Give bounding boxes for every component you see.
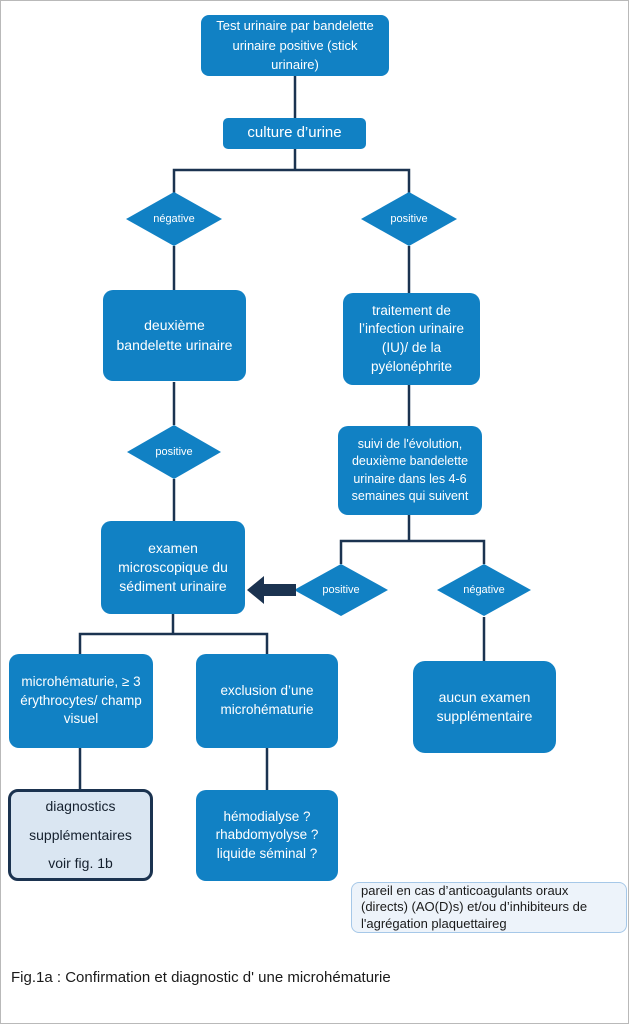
decision-positive2-diamond: [127, 425, 221, 479]
decision-positive3-diamond: [294, 564, 388, 616]
note-anticoagulants: pareil en cas d’anticoagulants oraux (di…: [351, 882, 627, 933]
node-deuxieme-bandelette: deuxième bandelette urinaire: [103, 290, 246, 381]
node-diagnostics-supplementaires: diagnostics supplémentaires voir fig. 1b: [8, 789, 153, 881]
node-culture-urine: culture d’urine: [223, 118, 366, 149]
node-examen-microscopique: examen microscopique du sédiment urinair…: [101, 521, 245, 614]
node-microhematurie: microhématurie, ≥ 3 érythrocytes/ champ …: [9, 654, 153, 748]
decision-negative2-diamond: [437, 564, 531, 616]
decision-positive1-label: positive: [390, 213, 428, 225]
decision-negative2-label: négative: [463, 584, 505, 596]
connector-examen-split: [78, 614, 269, 654]
figure-caption: Fig.1a : Confirmation et diagnostic d' u…: [11, 969, 391, 986]
decision-positive1-diamond: [361, 192, 457, 246]
connector-suivi-split: [339, 515, 486, 564]
decision-positive3-label: positive: [322, 584, 360, 596]
node-aucun-examen: aucun examen supplémentaire: [413, 661, 556, 753]
connector-culture-split: [172, 149, 411, 193]
decision-negative1-label: négative: [153, 213, 195, 225]
left-arrow-icon: [247, 576, 296, 604]
node-test-urinaire: Test urinaire par bandelette urinaire po…: [201, 15, 389, 76]
node-exclusion-microhematurie: exclusion d’une microhématurie: [196, 654, 338, 748]
node-suivi-evolution: suivi de l'évolution, deuxième bandelett…: [338, 426, 482, 515]
node-traitement-infection: traitement de l’infection urinaire (IU)/…: [343, 293, 480, 385]
decision-negative1-diamond: [126, 192, 222, 246]
decision-positive2-label: positive: [155, 446, 193, 458]
node-hemodialyse: hémodialyse ? rhabdomyolyse ? liquide sé…: [196, 790, 338, 881]
